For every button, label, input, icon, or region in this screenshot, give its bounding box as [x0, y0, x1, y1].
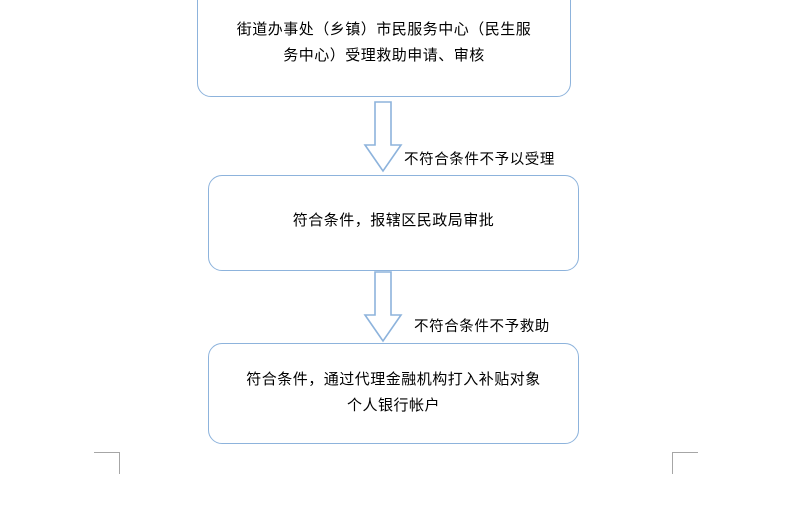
- crop-mark-horizontal-rule: [672, 452, 698, 454]
- disbursement-node-label: 符合条件，通过代理金融机构打入补贴对象 个人银行帐户: [246, 372, 541, 414]
- crop-mark-horizontal-rule: [94, 452, 120, 454]
- crop-mark-vertical-rule: [118, 452, 120, 474]
- crop-mark-vertical-rule: [672, 452, 674, 474]
- crop-mark-bottom-right: [672, 452, 698, 474]
- flow-arrow-down-1: [363, 101, 403, 173]
- district-approval-node: 符合条件，报辖区民政局审批: [208, 175, 579, 271]
- flow-arrow-down-2: [363, 271, 403, 343]
- crop-mark-bottom-left: [94, 452, 120, 474]
- intake-review-node: 街道办事处（乡镇）市民服务中心（民生服 务中心）受理救助申请、审核: [197, 0, 571, 97]
- rejection-label-approval: 不符合条件不予救助: [414, 319, 550, 335]
- district-approval-node-label: 符合条件，报辖区民政局审批: [292, 213, 495, 229]
- disbursement-node: 符合条件，通过代理金融机构打入补贴对象 个人银行帐户: [208, 343, 579, 444]
- intake-review-node-label: 街道办事处（乡镇）市民服务中心（民生服 务中心）受理救助申请、审核: [236, 22, 532, 64]
- rejection-label-intake: 不符合条件不予以受理: [404, 152, 555, 168]
